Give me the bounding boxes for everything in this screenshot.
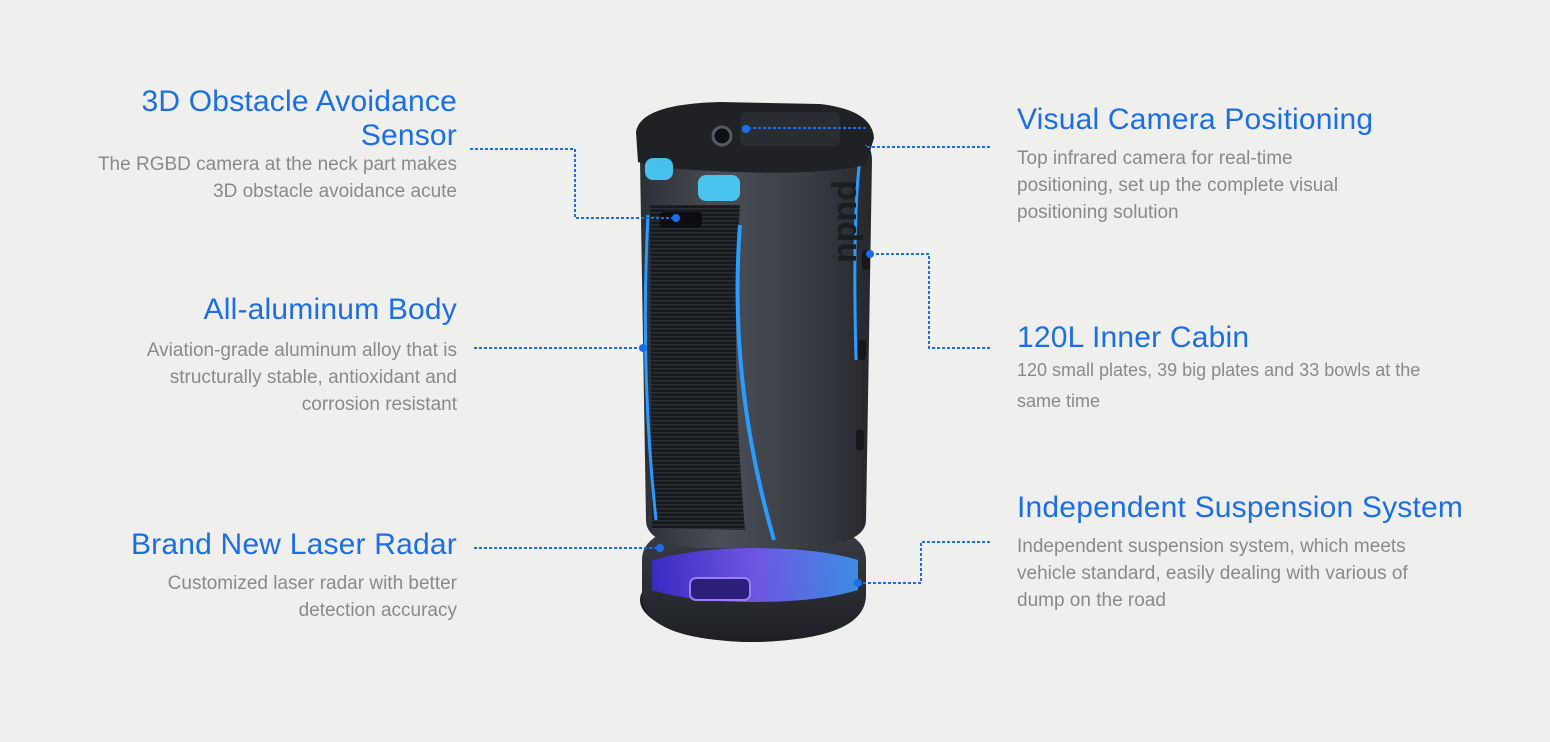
feature-title-line: Sensor: [360, 119, 457, 152]
light-strip-right: [735, 224, 776, 541]
connector-dot-radar: [656, 544, 664, 552]
connector-suspension: [858, 541, 990, 584]
description-line: Independent suspension system, which mee…: [1017, 536, 1406, 557]
description-line: 3D obstacle avoidance acute: [213, 181, 457, 202]
side-knob-2: [858, 340, 866, 360]
feature-description: Customized laser radar with better detec…: [40, 570, 457, 624]
robot-left-eye: [645, 158, 673, 180]
feature-obstacle-avoidance: 3D Obstacle Avoidance Sensor The RGBD ca…: [40, 85, 457, 205]
top-camera-lens: [711, 125, 733, 147]
connector-dot-cabin: [866, 250, 874, 258]
connector-dot-obstacle: [672, 214, 680, 222]
description-line: Customized laser radar with better: [167, 573, 457, 594]
feature-inner-cabin: 120L Inner Cabin 120 small plates, 39 bi…: [1017, 321, 1487, 417]
feature-description: Aviation-grade aluminum alloy that is st…: [40, 337, 457, 418]
feature-title: Visual Camera Positioning: [1017, 103, 1374, 136]
connector-dot-suspension: [854, 579, 862, 587]
robot-right-eye: [698, 175, 740, 201]
feature-title-line: 3D Obstacle Avoidance: [141, 85, 457, 118]
description-line: dump on the road: [1017, 590, 1166, 611]
connector-dot-camera: [742, 125, 750, 133]
feature-title: 3D Obstacle Avoidance Sensor: [40, 85, 457, 153]
robot-front-panel: [650, 205, 745, 530]
description-line: 120 small plates, 39 big plates and 33 b…: [1017, 360, 1421, 380]
connector-obstacle: [470, 148, 676, 219]
feature-title: All-aluminum Body: [203, 293, 457, 326]
feature-description: 120 small plates, 39 big plates and 33 b…: [1017, 355, 1487, 417]
feature-aluminum-body: All-aluminum Body Aviation-grade aluminu…: [40, 293, 457, 418]
description-line: detection accuracy: [298, 600, 457, 621]
description-line: same time: [1017, 391, 1101, 411]
description-line: positioning solution: [1017, 202, 1179, 223]
brand-text: pudu: [830, 180, 868, 263]
neck-camera: [660, 212, 702, 228]
feature-description: Independent suspension system, which mee…: [1017, 533, 1497, 614]
connector-camera: [865, 145, 990, 148]
feature-visual-camera: Visual Camera Positioning Top infrared c…: [1017, 103, 1437, 226]
description-line: The RGBD camera at the neck part makes: [97, 154, 457, 175]
feature-laser-radar: Brand New Laser Radar Customized laser r…: [40, 528, 457, 624]
feature-title: Brand New Laser Radar: [130, 528, 457, 561]
light-strip-left: [643, 214, 658, 521]
description-line: vehicle standard, easily dealing with va…: [1017, 563, 1408, 584]
radar-window: [689, 577, 751, 601]
connector-dot-body: [639, 344, 647, 352]
feature-description: The RGBD camera at the neck part makes 3…: [40, 151, 457, 205]
connector-cabin: [870, 253, 990, 349]
feature-title: Independent Suspension System: [1017, 491, 1464, 524]
feature-suspension-system: Independent Suspension System Independen…: [1017, 491, 1497, 614]
feature-title: 120L Inner Cabin: [1017, 321, 1250, 354]
description-line: corrosion resistant: [301, 394, 457, 415]
description-line: positioning, set up the complete visual: [1017, 175, 1339, 196]
feature-description: Top infrared camera for real-time positi…: [1017, 145, 1437, 226]
description-line: Aviation-grade aluminum alloy that is: [146, 340, 457, 361]
side-knob-3: [856, 430, 864, 450]
description-line: Top infrared camera for real-time: [1017, 148, 1293, 169]
description-line: structurally stable, antioxidant and: [169, 367, 457, 388]
